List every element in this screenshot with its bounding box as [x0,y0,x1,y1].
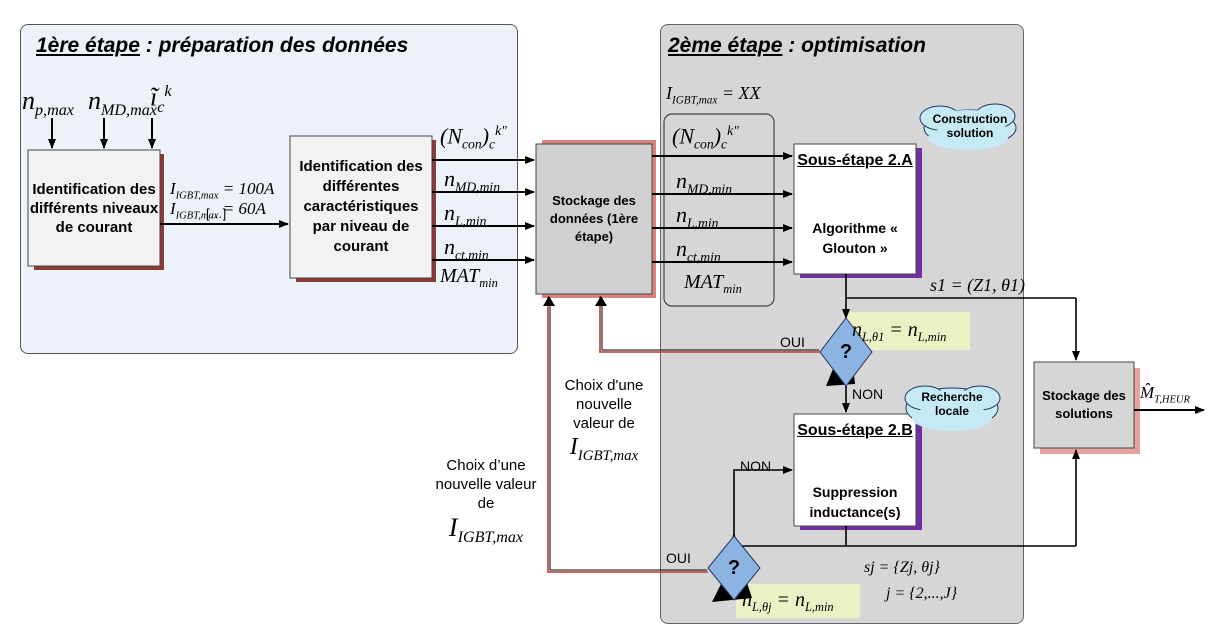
m-heur: M̂T,HEUR [1140,383,1190,406]
non-2: NON [740,458,772,474]
j-range: j = {2,...,J} [886,585,958,602]
cloud-construction-label: Construction solution [932,112,1008,140]
igbt-100: IIGBT,max = 100A [170,179,275,202]
substep-b-body: Suppression inductance(s) [809,484,901,520]
s1-label: s1 = (Z1, θ1) [930,275,1025,295]
list-ncon: (Ncon)ck" [672,123,739,152]
substep-a-title: Sous-étape 2.A [797,152,913,169]
feedback1-black [601,298,819,351]
cloud-recherche [904,385,1001,431]
arrow-decision2-no [733,466,793,542]
list-mat: MATmin [684,271,742,296]
condj-bg [736,584,860,618]
list-nl: nL,min [676,202,719,231]
box-substep-a [793,143,917,275]
list-nmd: nMD,min [676,168,733,197]
sj-label: sj = {Zj, θj} [864,559,940,576]
box-storage-data [535,143,653,295]
feedback2-black [549,298,707,571]
igbt-60: IIGBT,max = 60A [170,199,266,222]
identification-chars-text: Identification des différentes caractéri… [299,158,423,255]
box-identification-chars [289,135,433,279]
identification-levels-text: Identification des différents niveaux de… [29,180,159,236]
igbt-xx: IIGBT,max = XX [666,83,761,107]
cloud-construction [919,103,1017,150]
char-nl: nL,min [444,200,487,229]
storage-data-text: Stockage des données (1ère étape) [549,193,639,244]
oui-2: OUI [666,550,691,566]
cloud-recherche-label: Recherche locale [921,390,983,418]
char-ncon: (Ncon)ck" [440,123,507,152]
decision2-symbol: ? [727,556,741,579]
decision1-symbol: ? [839,340,853,363]
storage-solutions-text: Stockage des solutions [1042,388,1126,421]
char-nct: nct,min [444,234,489,263]
arrow-to-decision2 [730,533,846,547]
char-mat: MATmin [440,265,498,290]
cond1-bg [846,312,970,350]
condj: nL,θj = nL,min [742,589,834,614]
cond1: nL,θ1 = nL,min [852,319,947,344]
feedback2-red [547,296,708,573]
input-ic: ĩck [150,82,172,116]
input-nmd: nMD,max [88,86,157,120]
choix-1: Choix d'une nouvelle valeur de IIGBT,max [564,377,644,464]
substep-b-title: Sous-étape 2.B [797,422,913,439]
ellipsis: […] [206,206,227,221]
char-nmd: nMD,min [444,166,501,195]
box-substep-b [793,413,917,527]
substep-a-body: Algorithme « Glouton » [812,220,898,256]
non-1: NON [852,386,884,402]
input-np: np,max [22,86,74,120]
stage2-title: 2ème étape : optimisation [668,34,926,57]
char-list-frame [663,113,775,307]
box-identification-levels [27,149,161,267]
box-storage-solutions [1033,361,1135,449]
oui-1: OUI [780,334,805,350]
decision2-diamond [707,535,761,601]
stage1-title: 1ère étape : préparation des données [36,34,409,57]
feedback1-red [599,296,820,353]
choix-2: Choix d’une nouvelle valeur de IIGBT,max [435,457,537,547]
list-nct: nct,min [676,236,721,265]
